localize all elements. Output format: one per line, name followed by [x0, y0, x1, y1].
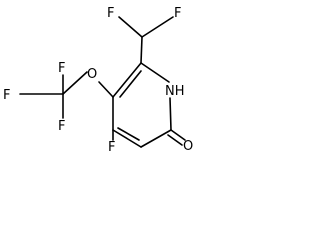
atom-f-chf2-left: F: [107, 6, 114, 21]
bond-ring-chf2: [140, 36, 143, 64]
bond-c5-c4-double: [117, 127, 140, 141]
atom-o-carbonyl: O: [183, 139, 193, 154]
bond-c6-o-double: [167, 134, 183, 146]
atom-f-cf3-bottom: F: [58, 119, 65, 134]
atom-o-ether: O: [87, 67, 97, 82]
bond-cf-left: [118, 16, 143, 38]
bond-c6-c5: [140, 129, 172, 148]
bond-c3-c2: [112, 62, 142, 98]
bond-cf-right: [141, 16, 174, 38]
structure-svg: F F F F F O NH F O: [3, 6, 193, 155]
bond-n1-c6: [169, 97, 172, 131]
bond-c3-o: [98, 81, 114, 98]
bond-c3-c2-double: [119, 70, 142, 98]
bond-c5-c4: [112, 129, 142, 148]
bond-c2-n1: [140, 62, 170, 83]
atom-f-cf3-top: F: [58, 61, 65, 76]
atom-f-cf3-left: F: [3, 88, 10, 103]
atom-f-ring: F: [108, 140, 115, 155]
atom-f-chf2-right: F: [174, 6, 181, 21]
bond-o-cf3: [62, 71, 88, 95]
molecule-diagram: F F F F F O NH F O: [0, 0, 224, 158]
bond-c6-o: [170, 129, 186, 141]
atom-nh: NH: [165, 84, 185, 99]
